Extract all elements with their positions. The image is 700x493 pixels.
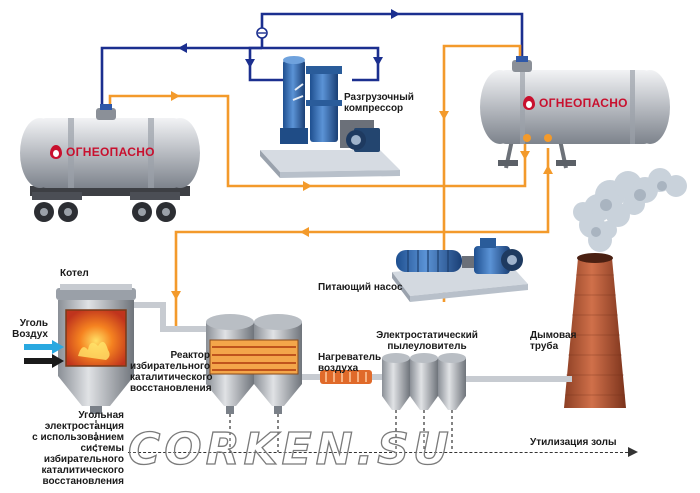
motor-icon — [351, 135, 361, 145]
railcar-tank — [20, 104, 200, 222]
flow-arrow-icon — [628, 447, 638, 457]
ash-drop-lines — [95, 410, 453, 452]
flammable-flame-icon — [50, 145, 62, 159]
ash-disposal-line — [128, 452, 628, 453]
boiler — [56, 284, 166, 414]
storage-warning-text: ОГНЕОПАСНО — [539, 96, 628, 110]
storage-warning: ОГНЕОПАСНО — [523, 96, 628, 110]
ash-disposal-label: Утилизация золы — [530, 437, 617, 448]
precipitator-label: Электростатический пылеуловитель — [376, 330, 478, 352]
railcar-warning-text: ОГНЕОПАСНО — [66, 145, 155, 159]
chimney-label: Дымовая труба — [530, 330, 577, 352]
coal-air-label: Уголь Воздух — [12, 318, 48, 340]
storage-tank — [480, 56, 670, 169]
watermark: CORKEN.SU — [127, 423, 453, 475]
power-plant-label: Угольная электростанция с использованием… — [32, 410, 124, 487]
chimney-smoke — [573, 168, 687, 252]
unloading-compressor — [260, 56, 400, 178]
reactor-label: Реактор избирательного каталитического в… — [130, 350, 213, 394]
railcar-warning: ОГНЕОПАСНО — [50, 145, 155, 159]
feed-pump-label: Питающий насос — [318, 282, 403, 293]
air-heater-label: Нагреватель воздуха — [318, 352, 382, 374]
flow-arrow-icon — [178, 9, 400, 68]
chimney — [564, 253, 626, 408]
electrostatic-precipitator — [382, 353, 572, 410]
compressor-label: Разгрузочный компрессор — [344, 92, 414, 114]
fuel-inlet-arrows — [24, 340, 64, 368]
boiler-label: Котел — [60, 268, 89, 279]
valve-icon — [256, 27, 268, 39]
flammable-flame-icon — [523, 96, 535, 110]
air-heater — [302, 370, 382, 384]
feed-pump — [392, 238, 528, 302]
scr-reactor — [166, 314, 302, 414]
